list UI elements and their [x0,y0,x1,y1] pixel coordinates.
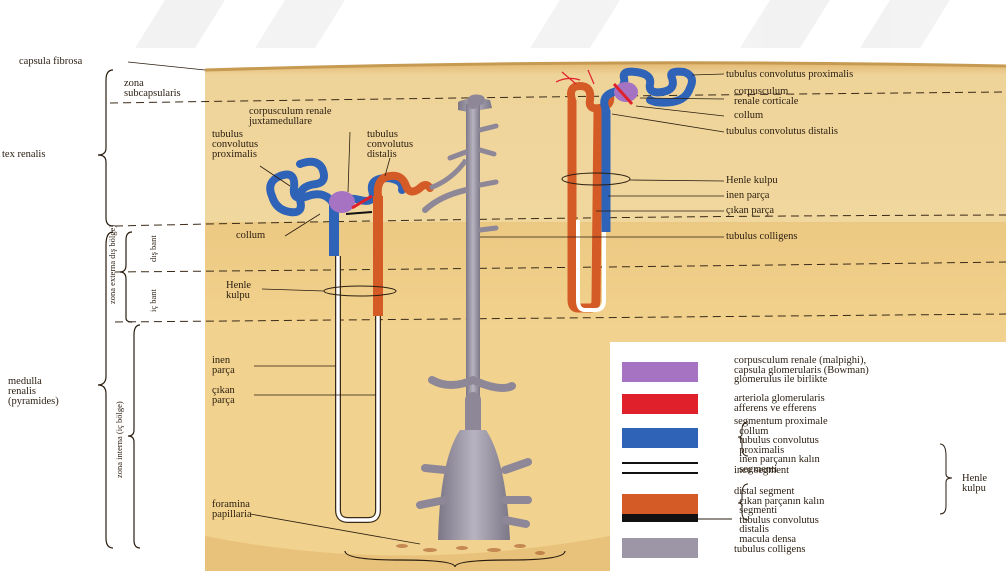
label-foramina: foramina papillaria [212,500,252,520]
label-cikan-juxta: çıkan parça [212,386,235,406]
label-zona-subcapsularis: zona subcapsularis [124,79,181,99]
label-capsula-fibrosa: capsula fibrosa [19,57,82,67]
label-corpusculum-cort: corpusculum renale corticale [734,87,798,107]
legend-text-colligens: tubulus colligens [734,545,805,555]
label-corpusculum-juxta: corpusculum renale juxtamedullare [249,107,332,127]
label-cortex-renalis: tex renalis [2,150,45,160]
label-tubulus-distalis-juxta: tubulus convolutus distalis [367,130,413,160]
legend-text-henle: Henle kulpu [962,474,987,493]
label-henle-juxta: Henle kulpu [226,281,251,301]
legend-swatch-macula-densa [622,514,698,522]
legend-swatch-colligens [622,538,698,558]
label-medulla-renalis: medulla renalis (pyramides) [8,377,59,407]
label-colligens-cort: tubulus colligens [726,232,797,242]
label-tubulus-distalis-cort: tubulus convolutus distalis [726,127,838,137]
label-ic-bant: iç bant [148,289,158,312]
legend-text-distal: distal segment çıkan parçanın kalın segm… [734,487,824,544]
legend-swatch-thin [622,462,698,474]
legend-text-thin: ince segment [734,466,789,476]
label-collum-cort: collum [734,111,763,121]
label-dis-bant: dış bant [148,235,158,262]
label-cikan-cort: çıkan parça [726,206,774,216]
label-tubulus-proximalis-juxta: tubulus convolutus proximalis [212,130,258,160]
legend-swatch-arteriola [622,394,698,414]
label-inen-cort: inen parça [726,191,769,201]
legend-swatch-distal [622,494,698,514]
label-henle-cort: Henle kulpu [726,176,778,186]
watermark-band [135,0,950,48]
label-zona-externa: zona externa dış bölge) [107,225,117,304]
legend-swatch-corpusculum [622,362,698,382]
legend-text-arteriola: arteriola glomerularis afferens ve effer… [734,394,825,413]
legend-swatch-proximal [622,428,698,448]
label-zona-interna: zona interna (iç bölge) [114,401,124,478]
label-tubulus-proximalis-cort: tubulus convolutus proximalis [726,70,853,80]
legend-text-corpusculum: corpusculum renale (malpighi), capsula g… [734,356,869,385]
label-inen-juxta: inen parça [212,356,235,376]
label-collum-juxta: collum [236,231,265,241]
inner-medulla-region [205,322,610,571]
